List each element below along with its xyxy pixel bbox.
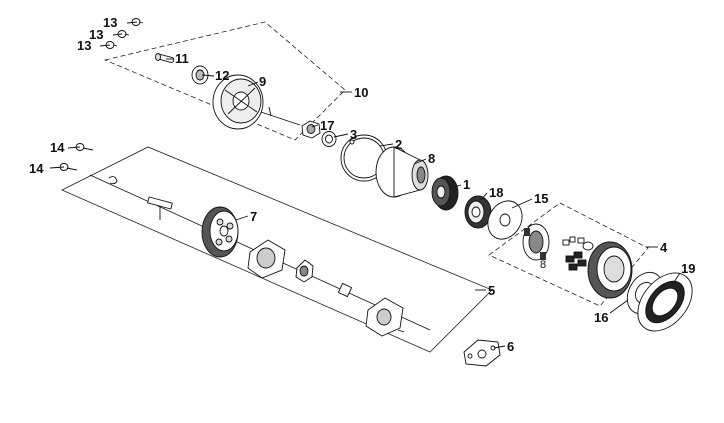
- callout-2: 2: [395, 137, 402, 152]
- gear-17: [464, 195, 492, 229]
- callout-10: 10: [354, 85, 368, 100]
- callout-13b: 13: [89, 27, 103, 42]
- pump-bracket: [337, 282, 353, 298]
- callout-18: 16: [594, 310, 608, 325]
- leader-lines: [49, 21, 681, 349]
- clip: [108, 176, 118, 185]
- callout-6: 6: [507, 339, 514, 354]
- callout-7: 7: [250, 209, 257, 224]
- washer-3: [321, 131, 337, 147]
- callout-17: 18: [489, 185, 503, 200]
- bushing-12: [191, 65, 209, 85]
- callout-8: 8: [428, 151, 435, 166]
- callout-14b: 14: [29, 161, 44, 176]
- rollers: [562, 236, 594, 271]
- callout-4: 4: [660, 240, 668, 255]
- callout-5: 5: [488, 283, 495, 298]
- axis-line-upper: [254, 109, 301, 126]
- callout-13a: 13: [103, 15, 117, 30]
- callout-12: 12: [215, 68, 229, 83]
- plate-6: [463, 339, 501, 367]
- plate-19: [637, 272, 693, 332]
- callout-8b: 8: [540, 259, 546, 271]
- pump-rotor: [295, 259, 314, 283]
- group-box-5: [61, 146, 493, 353]
- callout-14a: 14: [50, 140, 65, 155]
- housing-8: [375, 146, 429, 198]
- gear-1: [431, 175, 459, 211]
- group-box-4: [488, 202, 649, 307]
- driven-gear-4: [587, 241, 633, 299]
- oil-pump-gear-7: [201, 206, 239, 258]
- callout-15: 15: [534, 191, 548, 206]
- shaft: [147, 196, 173, 220]
- cover-9: [212, 74, 264, 130]
- pump-cover: [365, 297, 404, 337]
- nut-16: [301, 120, 321, 139]
- pin-lower: [397, 329, 405, 333]
- pin-11: [155, 53, 175, 63]
- callout-19: 19: [681, 261, 695, 276]
- callout-16: 17: [320, 118, 334, 133]
- one-way-clutch: [522, 223, 550, 261]
- callout-3: 3: [350, 127, 357, 142]
- callout-labels: 13 13 13 11 12 9 10 17 3 2 8 1 18 15 4 8…: [29, 15, 695, 354]
- pump-body: [247, 239, 286, 279]
- pin-small: [268, 106, 272, 117]
- callout-1: 1: [463, 177, 470, 192]
- callout-13c: 13: [77, 38, 91, 53]
- callout-11: 11: [175, 51, 189, 66]
- disc-15: [487, 200, 523, 240]
- callout-9: 9: [259, 74, 266, 89]
